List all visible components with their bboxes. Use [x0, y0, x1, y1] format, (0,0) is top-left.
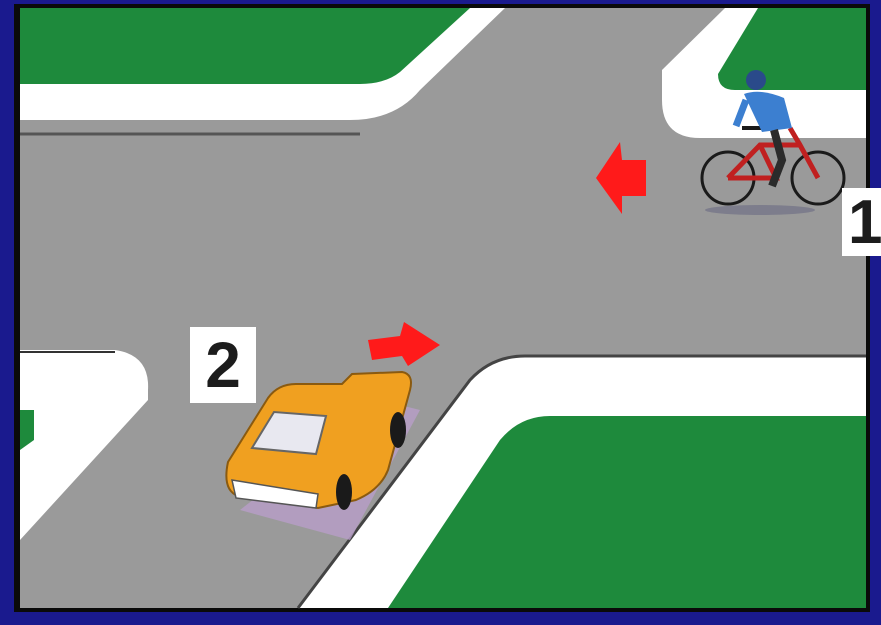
bicycle-number-label: 1 — [842, 188, 881, 256]
car-number-label: 2 — [190, 327, 256, 403]
bicycle-shadow — [705, 205, 815, 215]
car-front-wheel — [336, 474, 352, 510]
cyclist-helmet — [746, 70, 766, 90]
car-rear-wheel — [390, 412, 406, 448]
